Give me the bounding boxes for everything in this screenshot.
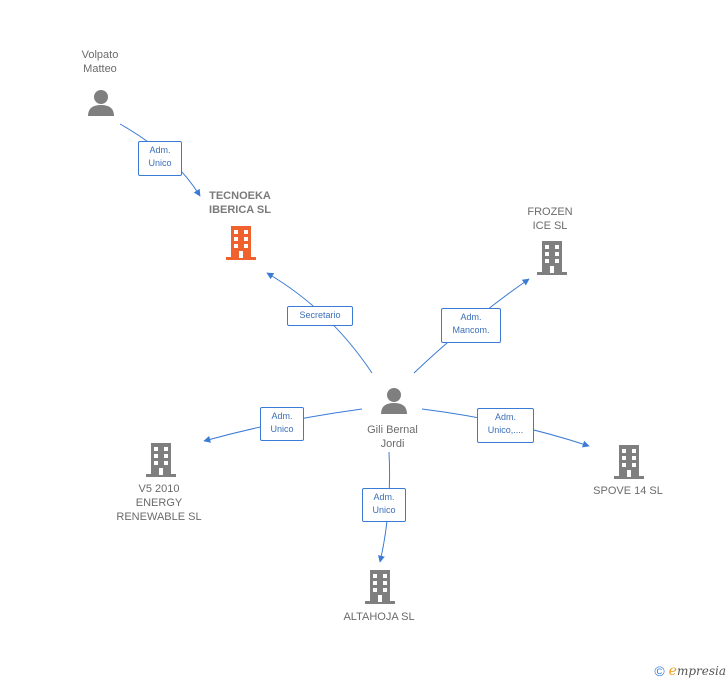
building-icon[interactable] (612, 443, 646, 479)
copyright-symbol: © (654, 663, 665, 679)
person-icon (381, 388, 407, 414)
footer-brand: © empresia (654, 663, 726, 679)
node-label-altahoja[interactable]: ALTAHOJA SL (343, 611, 415, 623)
edge-label-gili-spove[interactable]: Adm. Unico,.... (477, 408, 534, 443)
node-label-v5[interactable]: V5 2010 ENERGY RENEWABLE SL (116, 483, 202, 523)
node-label-spove[interactable]: SPOVE 14 SL (593, 485, 663, 497)
node-label-frozen[interactable]: FROZEN ICE SL (527, 206, 573, 232)
node-label-tecnoeka[interactable]: TECNOEKA IBERICA SL (209, 190, 271, 216)
edge-label-volpato-tecnoeka[interactable]: Adm. Unico (138, 141, 182, 176)
edge-label-gili-v5[interactable]: Adm. Unico (260, 407, 304, 441)
building-icon[interactable] (535, 239, 569, 275)
edge-label-gili-altahoja[interactable]: Adm. Unico (362, 488, 406, 522)
edge-label-gili-tecnoeka[interactable]: Secretario (287, 306, 353, 326)
person-icon (88, 90, 114, 116)
building-icon-main[interactable] (224, 224, 258, 260)
building-icon[interactable] (363, 568, 397, 604)
node-label-volpato[interactable]: Volpato Matteo (81, 49, 119, 75)
node-label-gili[interactable]: Gili Bernal Jordi (367, 424, 418, 450)
building-icon[interactable] (144, 441, 178, 477)
edge-label-gili-frozen[interactable]: Adm. Mancom. (441, 308, 501, 343)
empresia-logo: empresia (668, 663, 726, 679)
